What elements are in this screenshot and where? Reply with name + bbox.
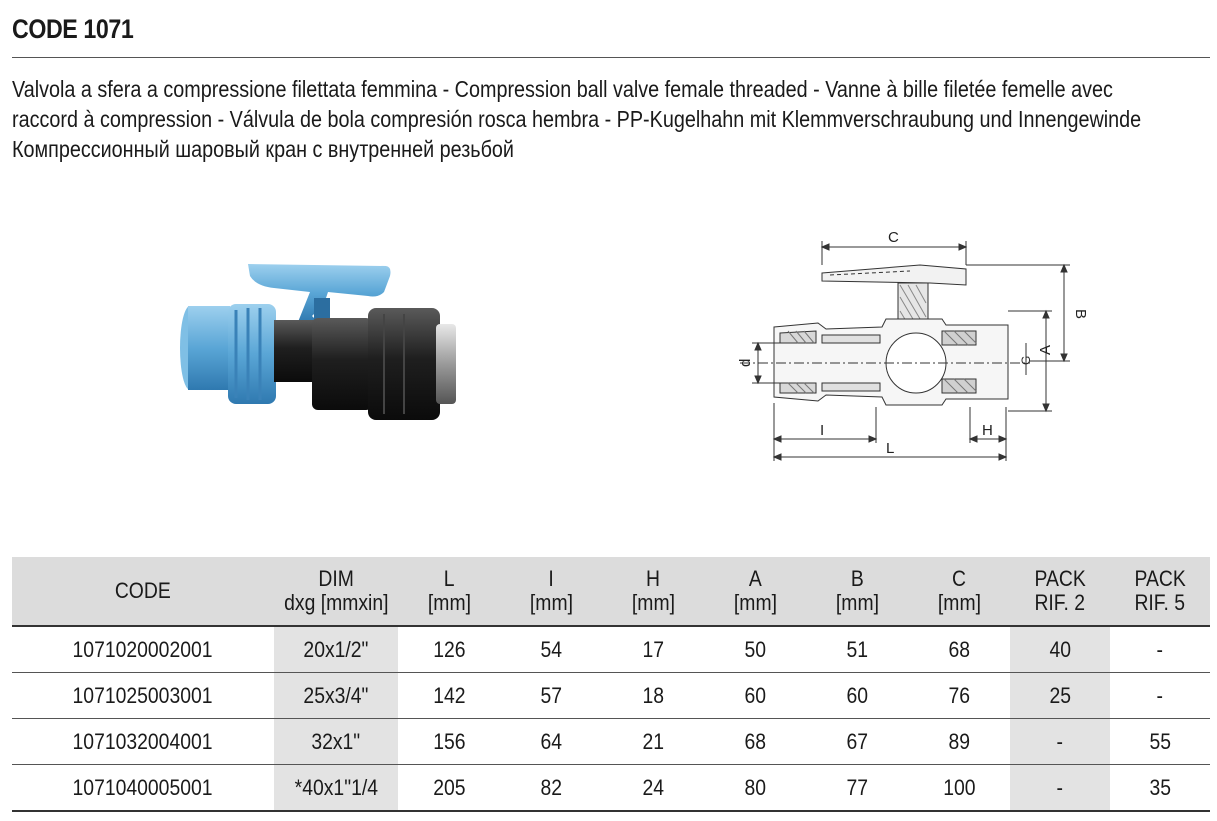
cell-code: 1071040005001 (12, 764, 274, 812)
table-row: 1071025003001 25x3/4" 142 57 18 60 60 76… (12, 672, 1210, 719)
cell-b: 77 (806, 764, 908, 812)
cell-pack-rif5: - (1110, 672, 1210, 719)
product-photo (180, 264, 456, 420)
cell-a: 80 (704, 764, 806, 812)
cell-i: 82 (500, 764, 602, 812)
table-row: 1071020002001 20x1/2" 126 54 17 50 51 68… (12, 626, 1210, 673)
cell-l: 126 (398, 626, 500, 673)
description-line: Valvola a sfera a compressione filettata… (12, 76, 1113, 102)
cell-b: 67 (806, 718, 908, 765)
column-header-h: H[mm] (602, 557, 704, 627)
cell-pack-rif5: - (1110, 626, 1210, 673)
cell-i: 64 (500, 718, 602, 765)
cell-code: 1071025003001 (12, 672, 274, 719)
table-row: 1071032004001 32x1" 156 64 21 68 67 89 -… (12, 718, 1210, 765)
cell-l: 205 (398, 764, 500, 812)
cell-pack-rif2: 40 (1010, 626, 1110, 673)
cell-a: 68 (704, 718, 806, 765)
cell-c: 89 (908, 718, 1010, 765)
cell-h: 21 (602, 718, 704, 765)
cell-c: 100 (908, 764, 1010, 812)
cell-h: 17 (602, 626, 704, 673)
cell-h: 24 (602, 764, 704, 812)
cell-pack-rif2: - (1010, 764, 1110, 812)
cell-pack-rif5: 55 (1110, 718, 1210, 765)
dim-label-g: G (1019, 356, 1033, 365)
dim-label-a: A (1037, 345, 1054, 355)
cell-h: 18 (602, 672, 704, 719)
cell-code: 1071032004001 (12, 718, 274, 765)
description-line: raccord à compression - Válvula de bola … (12, 106, 1142, 132)
cell-code: 1071020002001 (12, 626, 274, 673)
column-header-i: I[mm] (500, 557, 602, 627)
cell-dim: 20x1/2" (274, 626, 398, 673)
cell-dim: *40x1"1/4 (274, 764, 398, 812)
column-header-l: L[mm] (398, 557, 500, 627)
page-title: CODE 1071 (12, 14, 134, 44)
dim-label-d: d (737, 359, 754, 367)
dim-label-h: H (982, 422, 993, 439)
cell-b: 51 (806, 626, 908, 673)
cell-c: 68 (908, 626, 1010, 673)
table-row: 1071040005001 *40x1"1/4 205 82 24 80 77 … (12, 764, 1210, 812)
cell-l: 156 (398, 718, 500, 765)
cell-pack-rif5: 35 (1110, 764, 1210, 812)
title-divider (12, 57, 1210, 58)
dim-label-c: C (888, 229, 899, 246)
cell-dim: 25x3/4" (274, 672, 398, 719)
technical-drawing: C B A G d I H L (737, 229, 1089, 461)
dim-label-i: I (820, 422, 824, 439)
column-header-a: A[mm] (704, 557, 806, 627)
cell-i: 57 (500, 672, 602, 719)
cell-b: 60 (806, 672, 908, 719)
cell-a: 50 (704, 626, 806, 673)
cell-c: 76 (908, 672, 1010, 719)
cell-pack-rif2: 25 (1010, 672, 1110, 719)
cell-pack-rif2: - (1010, 718, 1110, 765)
cell-l: 142 (398, 672, 500, 719)
dim-label-b: B (1072, 309, 1089, 319)
cell-a: 60 (704, 672, 806, 719)
cell-i: 54 (500, 626, 602, 673)
description-line: Компрессионный шаровый кран с внутренней… (12, 136, 514, 162)
column-header-b: B[mm] (806, 557, 908, 627)
product-description: Valvola a sfera a compressione filettata… (12, 74, 1164, 164)
cell-dim: 32x1" (274, 718, 398, 765)
column-header-code: CODE (12, 557, 274, 627)
column-header-c: C[mm] (908, 557, 1010, 627)
dim-label-l: L (886, 440, 894, 457)
